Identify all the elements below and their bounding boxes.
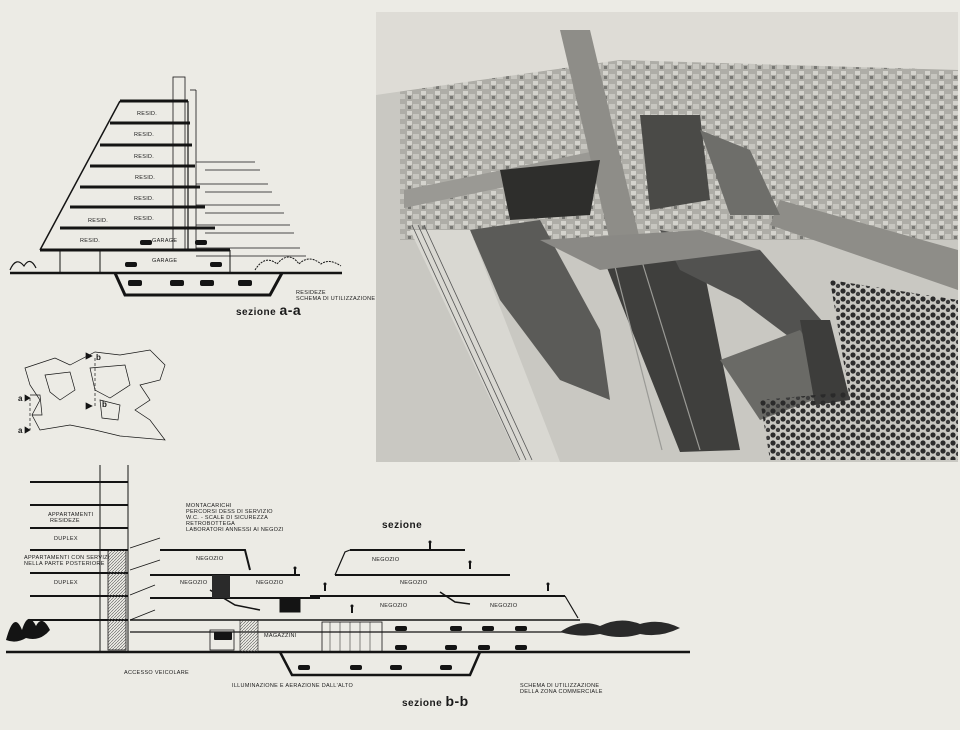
bb-tower-servizi-1: APPARTAMENTI CON SERVIZI (24, 555, 110, 561)
bb-tower-appartamenti: APPARTAMENTI (48, 512, 94, 518)
aa-caption-line-2: SCHEMA DI UTILIZZAZIONE (296, 296, 376, 302)
aa-floor-label-6: RESID. (134, 216, 155, 222)
aa-floor-label-4: RESID. (135, 175, 156, 181)
key-plan-drawing (24, 349, 166, 441)
bb-negozio-5: NEGOZIO (400, 580, 428, 586)
bb-note-5: LABORATORI ANNESSI AI NEGOZI (186, 527, 284, 533)
aa-garage-label-2: GARAGE (152, 258, 178, 264)
bb-service-notes: MONTACARICHI PERCORSI DESS DI SERVIZIO W… (186, 503, 284, 533)
key-plan-marker-b-bottom: b (102, 400, 108, 409)
bb-tower-duplex-1: DUPLEX (54, 536, 78, 542)
aerial-perspective-render (376, 12, 958, 462)
bb-negozio-7: NEGOZIO (490, 603, 518, 609)
bb-schema-line-2: DELLA ZONA COMMERCIALE (520, 689, 603, 695)
aa-floor-label-8: RESID. (88, 218, 109, 224)
aa-floor-label-5: RESID. (134, 196, 155, 202)
aa-garage-label-1: GARAGE (152, 238, 178, 244)
bb-note-2: PERCORSI DESS DI SERVIZIO (186, 509, 273, 515)
section-bb-drawing (6, 465, 690, 677)
section-bb-title-code: b-b (445, 693, 469, 709)
bb-heading: sezione (382, 520, 423, 531)
section-bb-title-word: sezione (402, 698, 443, 709)
bb-negozio-2: NEGOZIO (180, 580, 208, 586)
bb-tower-residenze: RESIDEZE (50, 518, 80, 524)
bb-negozio-6: NEGOZIO (380, 603, 408, 609)
aa-floor-label-3: RESID. (134, 154, 155, 160)
bb-negozio-3: NEGOZIO (256, 580, 284, 586)
bb-schema-line-1: SCHEMA DI UTILIZZAZIONE (520, 683, 600, 689)
bb-illuminazione: ILLUMINAZIONE E AERAZIONE DALL'ALTO (232, 683, 354, 689)
section-aa-title: sezione a-a (236, 302, 301, 318)
bb-note-3: W.C. - SCALE DI SICUREZZA (186, 515, 269, 521)
bb-magazzini: MAGAZZINI (264, 633, 297, 639)
bb-accesso-veicolare: ACCESSO VEICOLARE (124, 670, 190, 676)
aa-floor-label-2: RESID. (134, 132, 155, 138)
section-aa-title-word: sezione (236, 307, 277, 318)
bb-note-4: RETROBOTTEGA (186, 521, 236, 527)
section-bb-title: sezione b-b (402, 693, 469, 709)
key-plan-marker-a-bottom: a (18, 426, 23, 435)
bb-tower-servizi-2: NELLA PARTE POSTERIORE (24, 561, 105, 567)
bb-negozio-1: NEGOZIO (196, 556, 224, 562)
aa-caption-line-1: RESIDEZE (296, 290, 326, 296)
bb-negozio-4: NEGOZIO (372, 557, 400, 563)
aa-floor-label-1: RESID. (137, 111, 158, 117)
key-plan-marker-a-top: a (18, 394, 23, 403)
key-plan-marker-b-top: b (96, 353, 102, 362)
aa-floor-label-7: RESID. (80, 238, 101, 244)
section-aa-drawing (9, 76, 342, 297)
bb-note-1: MONTACARICHI (186, 503, 232, 509)
bb-tower-duplex-2: DUPLEX (54, 580, 78, 586)
section-aa-title-code: a-a (279, 302, 302, 318)
